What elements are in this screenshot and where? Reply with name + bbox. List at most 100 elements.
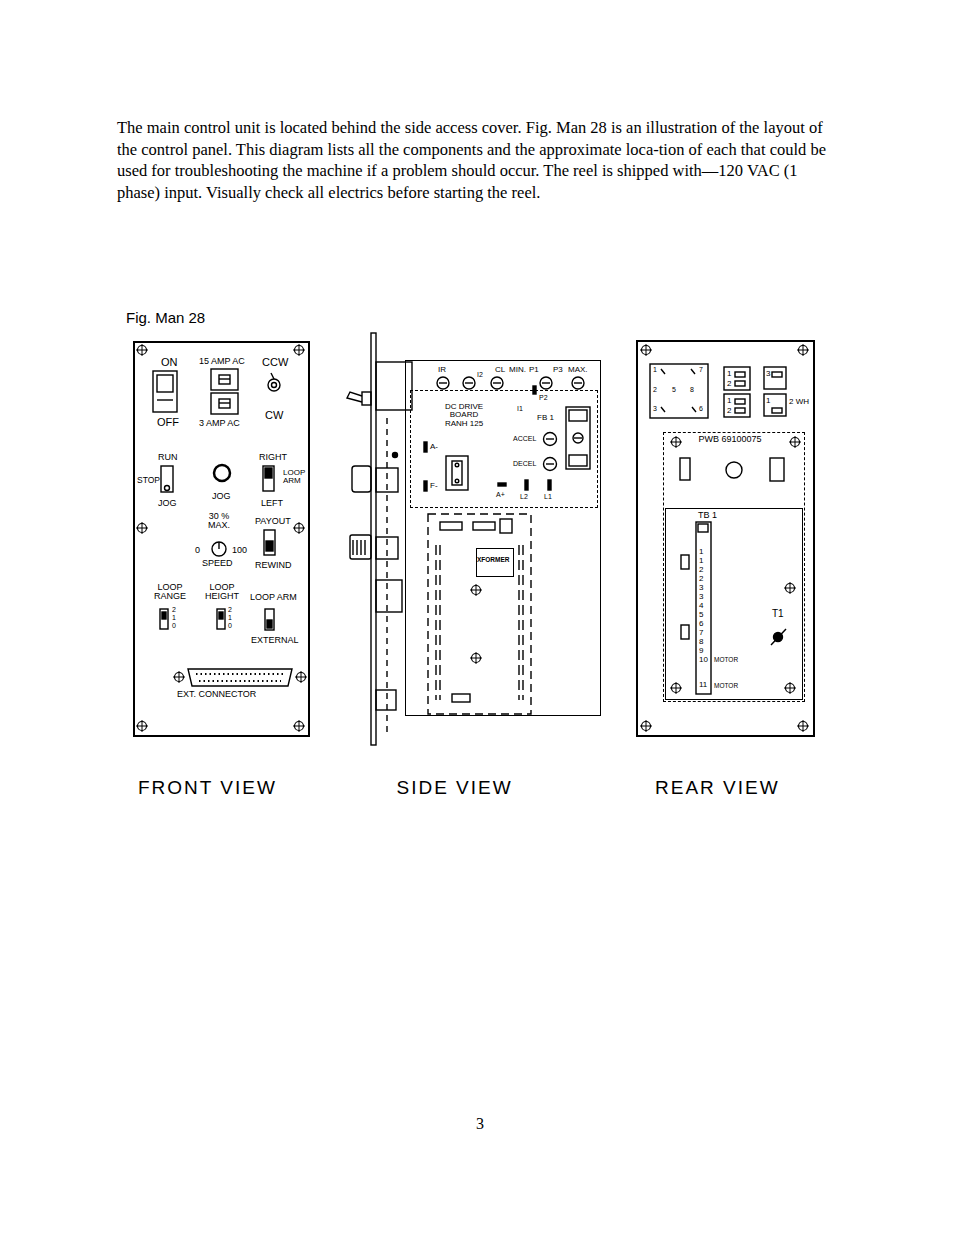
rear-panel-hardware (724, 394, 750, 417)
front-panel-hardware (211, 369, 238, 390)
rear-panel-hardware (789, 436, 801, 448)
side-panel-hardware (574, 437, 582, 438)
front-panel-hardware (265, 468, 272, 478)
breaker-label: 15 AMP AC (199, 357, 245, 366)
front-panel-hardware (266, 541, 273, 551)
terminal-number: 3 (699, 593, 703, 601)
side-panel-hardware (465, 382, 473, 383)
side-panel-hardware (573, 433, 583, 443)
front-panel-hardware (293, 522, 305, 534)
side-panel-hardware (540, 377, 552, 389)
side-panel-hardware (386, 418, 387, 736)
side-panel-hardware (376, 362, 412, 410)
rear-panel-hardware (735, 372, 745, 377)
side-panel-hardware (542, 382, 550, 383)
front-panel-hardware (211, 393, 238, 414)
knob-label: SPEED (202, 559, 233, 568)
board-label: DC DRIVE BOARD RANH 125 (441, 403, 487, 428)
rear-panel-hardware (770, 458, 784, 481)
rear-panel-hardware (772, 372, 782, 377)
terminal-number: 2 (699, 575, 703, 583)
rear-panel-hardware (784, 682, 796, 694)
switch-label: LEFT (261, 499, 283, 508)
front-panel-hardware (219, 612, 223, 619)
switch-label: PAYOUT (255, 517, 291, 526)
terminal-number: 1 (699, 548, 703, 556)
rear-panel-hardware (724, 367, 750, 390)
rear-panel: REAR VIEWPWB 69100075TB 1 (636, 340, 815, 737)
terminal-block: TB 1 (665, 508, 803, 700)
switch-label: EXTERNAL (251, 636, 299, 645)
terminal-number: 9 (699, 647, 703, 655)
front-panel: FRONT VIEW (133, 341, 310, 737)
rear-panel-hardware (735, 381, 745, 386)
terminal-number: 11 (699, 681, 707, 689)
rear-panel-hardware (698, 524, 708, 532)
rear-panel-hardware (640, 344, 809, 732)
front-panel-hardware (157, 399, 173, 400)
side-panel-hardware (470, 584, 482, 596)
terminal-block-label: TB 1 (698, 511, 717, 520)
front-panel-hardware (214, 465, 230, 481)
rear-panel-hardware (661, 369, 696, 412)
front-panel-hardware (165, 486, 170, 491)
terminal-number: 3 (699, 584, 703, 592)
side-panel-hardware (350, 535, 371, 559)
terminal-label: L2 (520, 493, 528, 500)
figure-caption: Fig. Man 28 (126, 310, 205, 326)
position-number: 0 (228, 622, 232, 629)
pin-number: 5 (672, 386, 676, 393)
rear-panel-hardware (772, 408, 782, 413)
side-panel-hardware (452, 461, 462, 485)
side-panel-hardware (428, 514, 531, 714)
trimpot-label: MIN. (509, 366, 526, 374)
side-panel-hardware (546, 463, 554, 464)
side-panel: SIDE VIEWDC DRIVE BOARD RANH 125XFORMER (405, 360, 601, 716)
rear-panel-hardware (797, 720, 809, 732)
side-panel-hardware (455, 463, 459, 467)
terminal-label: I2 (477, 371, 483, 378)
body-paragraph: The main control unit is located behind … (117, 117, 841, 204)
terminal-number: 5 (699, 611, 703, 619)
pin-number: 2 (653, 386, 657, 393)
terminal-number: 8 (699, 638, 703, 646)
terminal-number: 2 (699, 566, 703, 574)
front-panel-hardware (136, 522, 148, 534)
front-panel-hardware (264, 530, 275, 555)
front-panel-hardware (263, 466, 274, 491)
front-panel-hardware (272, 383, 277, 388)
terminal-label: A+ (496, 491, 505, 498)
fuse-number: 1 (727, 370, 731, 378)
rear-panel-hardware (670, 436, 682, 448)
front-panel-hardware (136, 344, 148, 356)
rear-panel-hardware (640, 720, 652, 732)
pin-number: 3 (653, 405, 657, 412)
position-number: 1 (172, 614, 176, 621)
side-panel-hardware (376, 690, 396, 710)
position-number: 0 (172, 622, 176, 629)
side-panel-hardware (353, 540, 365, 555)
front-panel-hardware (271, 373, 274, 379)
front-panel-hardware (136, 720, 148, 732)
scale-label: 0 (195, 546, 200, 555)
terminal-label: F- (430, 482, 438, 490)
component-label: XFORMER (477, 557, 510, 564)
switch-label: RUN (158, 453, 178, 462)
switch-label: REWIND (255, 561, 292, 570)
terminal-label: MOTOR (714, 683, 738, 690)
side-panel-hardware (498, 483, 506, 486)
side-panel-hardware (371, 333, 376, 745)
switch-label: CCW (262, 357, 288, 369)
rear-panel-hardware (735, 399, 745, 404)
front-panel-hardware (162, 612, 166, 619)
fuse-number: 1 (766, 397, 770, 405)
pin-number: 1 (653, 366, 657, 373)
front-panel-hardware (219, 402, 230, 403)
side-panel-hardware (347, 333, 590, 745)
rear-panel-hardware (681, 625, 689, 639)
front-panel-hardware (219, 399, 230, 408)
front-panel-hardware (199, 680, 281, 682)
side-panel-hardware (470, 652, 482, 664)
terminal-label: A- (430, 443, 438, 451)
rear-panel-hardware (784, 582, 796, 594)
